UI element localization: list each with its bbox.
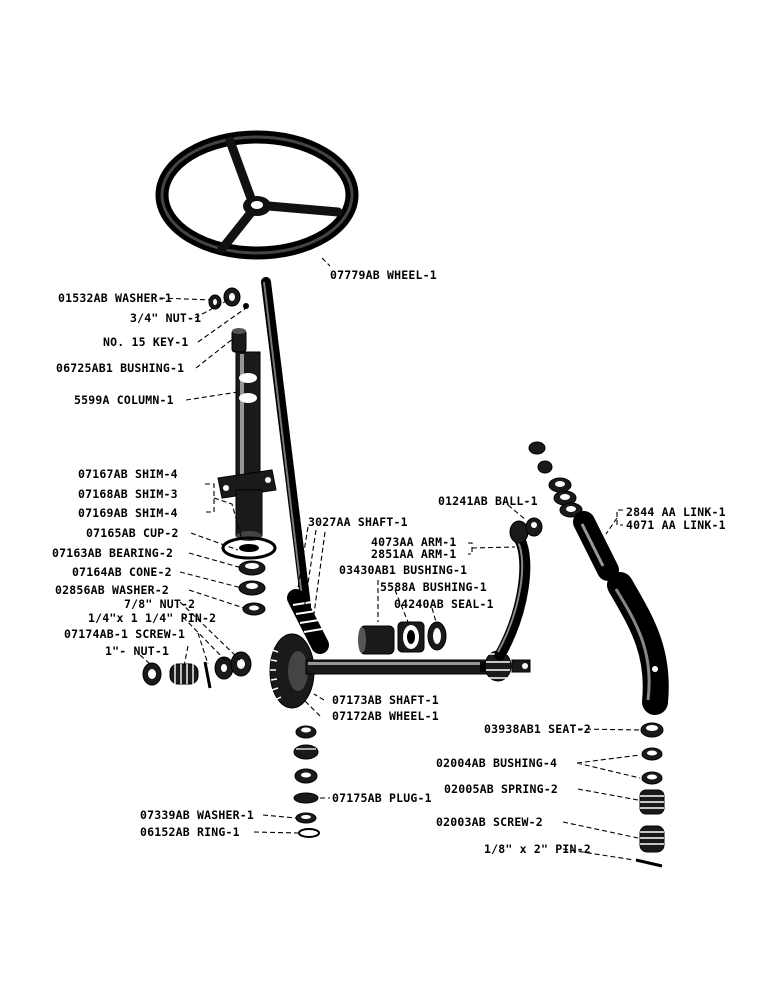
bushing-seal-row-drawing [358,621,447,655]
label-cone-07164: 07164AB CONE-2 [72,565,172,579]
label-screw-02003: 02003AB SCREW-2 [436,815,543,829]
label-shaft-3027: 3027AA SHAFT-1 [308,515,408,529]
label-arm-2851: 2851AA ARM-1 [371,547,456,561]
cross-shaft-drawing [305,650,531,682]
label-plug-07175: 07175AB PLUG-1 [332,791,432,805]
label-column: 5599A COLUMN-1 [74,393,174,407]
leader-lines [139,257,641,861]
label-seat-03938: 03938AB1 SEAT-2 [484,722,591,736]
steering-arm-drawing [494,517,543,661]
steering-shaft-drawing [261,277,329,654]
label-ball-01241: 01241AB BALL-1 [438,494,538,508]
label-bushing-06725: 06725AB1 BUSHING-1 [56,361,184,375]
part-labels: 07779AB WHEEL-1 01532AB WASHER-1 3/4" NU… [52,268,726,856]
label-key-15: NO. 15 KEY-1 [103,335,188,349]
label-shim-07169: 07169AB SHIM-4 [78,506,178,520]
label-bushing-5588: 5588A BUSHING-1 [380,580,487,594]
label-cup-07165: 07165AB CUP-2 [86,526,179,540]
label-shim-07168: 07168AB SHIM-3 [78,487,178,501]
label-shaft-07173: 07173AB SHAFT-1 [332,693,439,707]
label-link-4071: 4071 AA LINK-1 [626,518,726,532]
nut-screw-pin-row-drawing [142,651,252,689]
label-pin-14x114: 1/4"x 1 1/4" PIN-2 [88,611,216,625]
lower-bearing-stack-drawing [293,725,320,838]
label-ring-06152: 06152AB RING-1 [140,825,240,839]
label-nut-1: 1"- NUT-1 [105,644,169,658]
label-washer-01532: 01532AB WASHER-1 [58,291,172,305]
drag-link-drawing [528,441,669,715]
label-link-2844: 2844 AA LINK-1 [626,505,726,519]
shim-bearing-stack-drawing [221,536,277,616]
label-bushing-03430: 03430AB1 BUSHING-1 [339,563,467,577]
label-washer-02856: 02856AB WASHER-2 [55,583,169,597]
label-seal-04240: 04240AB SEAL-1 [394,597,494,611]
label-screw-07174: 07174AB-1 SCREW-1 [64,627,185,641]
label-nut-78: 7/8" NUT-2 [124,597,195,611]
label-washer-07339: 07339AB WASHER-1 [140,808,254,822]
label-arm-4073: 4073AA ARM-1 [371,535,456,549]
worm-wheel-drawing [269,633,315,709]
washer-nut-key-drawing [208,287,249,310]
label-wheel: 07779AB WHEEL-1 [330,268,437,282]
label-shim-07167: 07167AB SHIM-4 [78,467,178,481]
label-pin-18x2: 1/8" x 2" PIN-2 [484,842,591,856]
label-nut-34: 3/4" NUT-1 [130,311,201,325]
label-bushing-02004: 02004AB BUSHING-4 [436,756,557,770]
label-spring-02005: 02005AB SPRING-2 [444,782,558,796]
label-bearing-07163: 07163AB BEARING-2 [52,546,173,560]
steering-column-drawing [217,328,277,541]
label-wheel-07172: 07172AB WHEEL-1 [332,709,439,723]
drag-link-spring-stack-drawing [635,722,665,868]
steering-wheel-drawing [155,130,359,260]
